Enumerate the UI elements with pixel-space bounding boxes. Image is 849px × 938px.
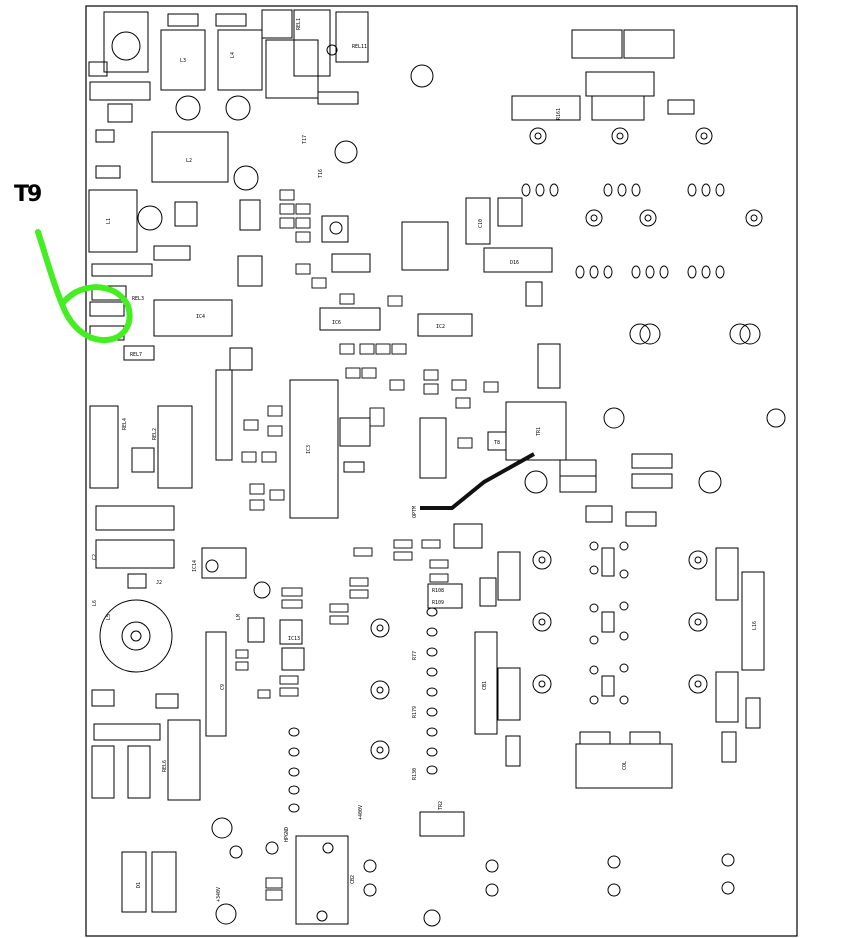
label-cb1: CB1 — [482, 681, 488, 690]
label-lm: LM — [236, 614, 242, 620]
label-c10: C10 — [478, 219, 484, 228]
label-tr1: TR1 — [536, 427, 542, 436]
oval-pad-rows — [521, 183, 725, 279]
label-d1: D1 — [136, 882, 142, 888]
label-l6: L6 — [92, 600, 98, 606]
label-ic2: IC2 — [436, 324, 445, 330]
label-rel4: REL4 — [122, 418, 128, 430]
label-hpgnd: HPGND — [284, 827, 290, 842]
label-tr2: TR2 — [438, 801, 444, 810]
label-optm: OPTM — [412, 506, 418, 518]
label-l2: L2 — [186, 158, 192, 164]
small-resistor-array — [235, 189, 499, 901]
left-lower-components — [89, 405, 349, 925]
label-j2: J2 — [156, 580, 162, 586]
label-ic13: IC13 — [288, 636, 300, 642]
bottom-center-pads — [229, 607, 465, 927]
label-l3: L3 — [180, 58, 186, 64]
label-340v: +340V — [216, 887, 222, 902]
label-rel11: REL11 — [352, 44, 367, 50]
label-400v: +400V — [358, 805, 364, 820]
annotation-marker-stroke — [35, 229, 133, 343]
label-l4: L4 — [230, 52, 236, 58]
label-r108: R108 — [432, 588, 444, 594]
silkscreen-labels: IC3 IC4 IC2 IC6 IC13 IC14 REL1 REL2 REL4… — [92, 18, 758, 902]
top-middle-components — [261, 9, 434, 243]
label-rel6: REL6 — [162, 760, 168, 772]
label-r130: R130 — [412, 768, 418, 780]
label-rel3: REL3 — [132, 296, 144, 302]
label-l1: L1 — [106, 218, 112, 224]
label-rel1: REL1 — [296, 18, 302, 30]
top-right-components — [511, 29, 786, 494]
label-cb2: CB2 — [350, 875, 356, 884]
label-rel7: REL7 — [130, 352, 142, 358]
label-r179: R179 — [412, 706, 418, 718]
top-left-components — [88, 11, 263, 361]
label-ic3: IC3 — [306, 445, 312, 454]
label-t16: T16 — [318, 169, 324, 178]
label-d16: D16 — [510, 260, 519, 266]
label-r77: R77 — [412, 651, 418, 660]
board-outline — [85, 5, 798, 937]
label-ic4: IC4 — [196, 314, 205, 320]
label-col: COL — [622, 761, 628, 770]
heavy-trace — [420, 452, 535, 510]
right-lower-components — [485, 453, 765, 897]
label-l16: L16 — [752, 621, 758, 630]
annotation-label-t9: T9 — [14, 182, 42, 207]
label-r161: R161 — [556, 108, 562, 120]
label-ic14: IC14 — [192, 560, 198, 572]
label-t8: T8 — [494, 440, 500, 446]
label-ic6: IC6 — [332, 320, 341, 326]
label-c2: C2 — [92, 554, 98, 560]
center-components — [215, 197, 567, 767]
label-c9: C9 — [220, 684, 226, 690]
label-rel2: REL2 — [152, 428, 158, 440]
label-l5: L5 — [106, 614, 112, 620]
label-t17: T17 — [302, 135, 308, 144]
label-r109: R109 — [432, 600, 444, 606]
